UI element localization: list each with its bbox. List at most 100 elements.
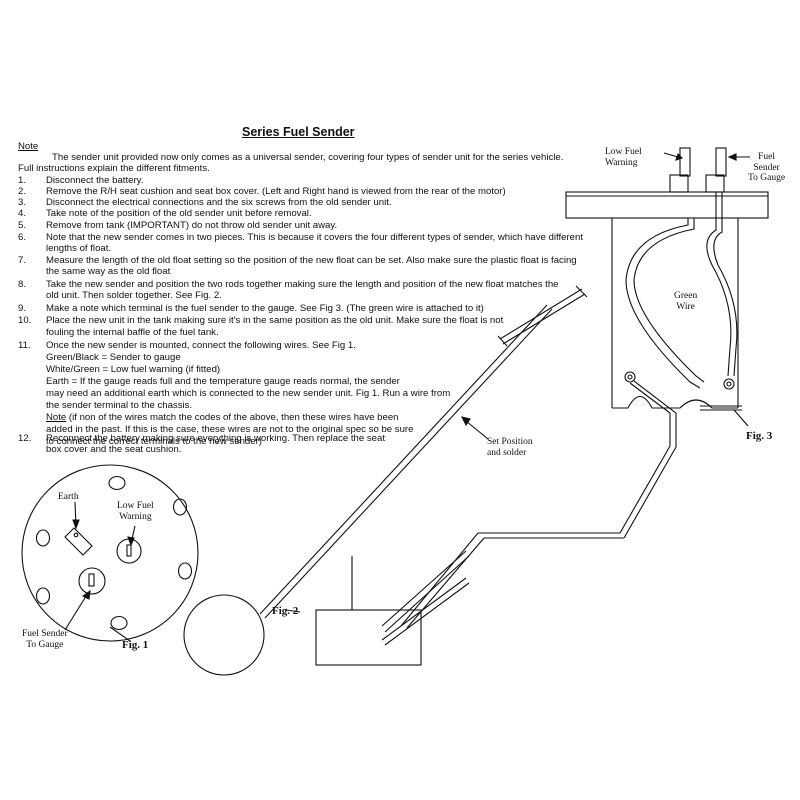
step-number: 2. bbox=[18, 186, 27, 197]
set-position-leader bbox=[465, 420, 489, 440]
arrowhead bbox=[127, 536, 135, 547]
label-line: Fuel bbox=[758, 152, 775, 162]
intro-line: The sender unit provided now only comes … bbox=[52, 152, 564, 163]
note2-label: Note bbox=[46, 412, 67, 423]
fig2-caption: Fig. 2 bbox=[272, 605, 299, 617]
note-heading: Note bbox=[18, 141, 39, 152]
sender-rod bbox=[406, 537, 485, 629]
label-line: Fuel Sender bbox=[22, 629, 68, 639]
intro-line: Full instructions explain the different … bbox=[18, 163, 210, 174]
fig1-sender-label: Fuel Sender To Gauge bbox=[22, 629, 68, 650]
rod-end bbox=[575, 285, 588, 298]
label-line: Green bbox=[674, 291, 698, 301]
sender-rod bbox=[623, 446, 677, 539]
step-number: 12. bbox=[18, 433, 32, 444]
step-text: Make a note which terminal is the fuel s… bbox=[46, 303, 484, 314]
sender-rod bbox=[381, 577, 467, 641]
step-text: Once the new sender is mounted, connect … bbox=[46, 340, 356, 351]
green-wire bbox=[713, 192, 738, 377]
plate-hole bbox=[35, 529, 51, 547]
step-text: Remove the R/H seat cushion and seat box… bbox=[46, 186, 506, 197]
sender-terminal-eye bbox=[723, 378, 735, 390]
fig3-sender-label: Fuel Sender To Gauge bbox=[748, 152, 785, 184]
sender-leader bbox=[64, 592, 89, 631]
low-fuel-leader bbox=[663, 152, 679, 158]
low-fuel-terminal-ring bbox=[116, 538, 142, 564]
step-text: may need an additional earth which is co… bbox=[46, 388, 451, 399]
fig2-float-arm bbox=[183, 285, 677, 676]
step-number: 1. bbox=[18, 175, 27, 186]
plate-outline bbox=[21, 464, 199, 642]
wire-guide bbox=[625, 218, 701, 389]
step-text: Take the new sender and position the two… bbox=[46, 279, 559, 290]
label-line: Warning bbox=[119, 511, 152, 522]
step-text: Remove from tank (IMPORTANT) do not thro… bbox=[46, 220, 338, 231]
label-line: Sender bbox=[753, 162, 780, 173]
step-text: fouling the internal baffle of the fuel … bbox=[46, 327, 219, 338]
plate-hole bbox=[108, 475, 126, 491]
float-rod bbox=[264, 308, 553, 619]
fig3-green-wire-label: Green Wire bbox=[674, 291, 697, 312]
step-number: 11. bbox=[18, 340, 31, 351]
sender-rod bbox=[384, 582, 470, 646]
arrowhead bbox=[727, 153, 737, 161]
note2-line: to connect the correct terminals to the … bbox=[46, 436, 262, 447]
label-line: Warning bbox=[605, 157, 638, 168]
rod-pivot bbox=[624, 371, 636, 383]
fig1-earth-label: Earth bbox=[58, 492, 79, 502]
earth-screw bbox=[73, 532, 79, 538]
fig3-caption: Fig. 3 bbox=[746, 430, 773, 442]
label-line: To Gauge bbox=[26, 639, 64, 650]
step-number: 9. bbox=[18, 303, 27, 314]
low-fuel-terminal bbox=[126, 544, 132, 557]
sender-rod bbox=[400, 532, 479, 627]
step-text: Reconnect the battery making sure everyt… bbox=[46, 433, 385, 444]
tube-bottom bbox=[612, 395, 738, 409]
terminal-block bbox=[669, 174, 689, 193]
step-number: 6. bbox=[18, 232, 27, 243]
fig1-sender-plate bbox=[21, 464, 199, 642]
rod-joint bbox=[499, 288, 583, 340]
terminal-spade bbox=[679, 147, 691, 177]
rod-pivot bbox=[627, 374, 633, 380]
fig3-sender-head bbox=[565, 147, 769, 427]
sender-terminal-ring bbox=[78, 567, 106, 595]
rod-end bbox=[497, 335, 508, 347]
plate-hole bbox=[35, 587, 51, 605]
step-number: 5. bbox=[18, 220, 27, 231]
fig3-leader bbox=[733, 409, 749, 427]
step-text: Disconnect the electrical connections an… bbox=[46, 197, 392, 208]
arrowhead bbox=[81, 589, 91, 600]
step-text: old unit. Then solder together. See Fig.… bbox=[46, 290, 222, 301]
step-text: box cover and the seat cushion. bbox=[46, 444, 182, 455]
float bbox=[183, 594, 265, 676]
step-number: 10. bbox=[18, 315, 32, 326]
arrowhead bbox=[675, 152, 684, 161]
plate-hole bbox=[110, 615, 128, 631]
fig1-caption: Fig. 1 bbox=[122, 639, 149, 651]
step-text: Note that the new sender comes in two pi… bbox=[46, 232, 584, 243]
plate-hole bbox=[172, 498, 188, 516]
sender-body bbox=[315, 609, 422, 666]
fig3-low-fuel-label: Low Fuel Warning bbox=[605, 147, 642, 168]
step-text: Earth = If the gauge reads full and the … bbox=[46, 376, 400, 387]
step-text: Measure the length of the old float sett… bbox=[46, 255, 577, 266]
terminal-spade bbox=[715, 147, 727, 177]
step-text: Green/Black = Sender to gauge bbox=[46, 352, 181, 363]
step-number: 7. bbox=[18, 255, 27, 266]
terminal-block bbox=[705, 174, 725, 193]
step-text: Place the new unit in the tank making su… bbox=[46, 315, 504, 326]
plate-hole bbox=[177, 562, 193, 580]
label-line: Wire bbox=[676, 301, 695, 312]
step-text: lengths of float. bbox=[46, 243, 112, 254]
sender-rod bbox=[629, 382, 671, 414]
page-title: Series Fuel Sender bbox=[242, 125, 355, 139]
step-number: 3. bbox=[18, 197, 27, 208]
step-text: the same way as the old float bbox=[46, 266, 171, 277]
arrowhead bbox=[460, 416, 471, 427]
step-text: the sender terminal to the chassis. bbox=[46, 400, 193, 411]
label-line: Low Fuel bbox=[117, 501, 154, 511]
label-line: To Gauge bbox=[748, 173, 786, 183]
